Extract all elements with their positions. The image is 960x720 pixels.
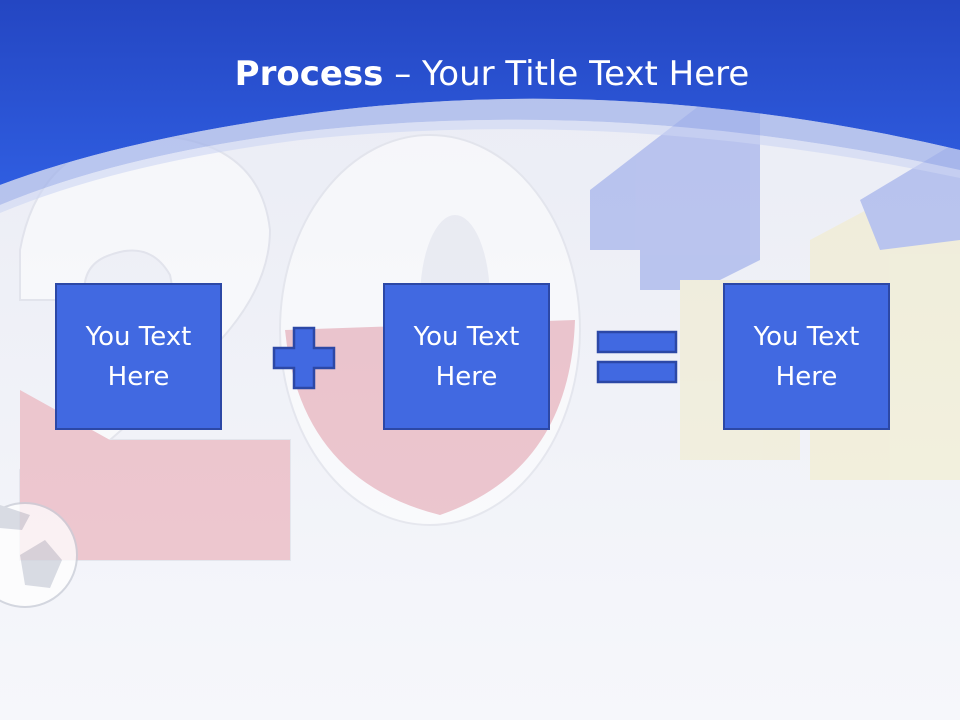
header-swoosh [0, 98, 960, 205]
process-box-2-line-1: You Text [413, 321, 520, 352]
process-box-2-line-2: Here [435, 361, 498, 392]
process-box-1[interactable]: You Text Here [55, 283, 222, 430]
header-band [0, 0, 960, 185]
title-separator: – [383, 54, 423, 94]
process-box-3-text: You Text Here [754, 317, 860, 397]
soccer-ball-image [0, 502, 78, 608]
process-box-1-line-1: You Text [85, 321, 192, 352]
process-box-3-line-1: You Text [753, 321, 860, 352]
slide-title: Process – Your Title Text Here [0, 52, 960, 96]
plus-icon [272, 326, 336, 390]
process-box-2-text: You Text Here [414, 317, 520, 397]
process-box-3-line-2: Here [775, 361, 838, 392]
equals-icon [596, 330, 678, 384]
title-bold-part: Process [234, 54, 384, 94]
process-box-3[interactable]: You Text Here [723, 283, 890, 430]
process-box-1-line-2: Here [107, 361, 170, 392]
title-regular-part: Your Title Text Here [422, 54, 750, 94]
process-box-1-text: You Text Here [86, 317, 192, 397]
process-box-2[interactable]: You Text Here [383, 283, 550, 430]
